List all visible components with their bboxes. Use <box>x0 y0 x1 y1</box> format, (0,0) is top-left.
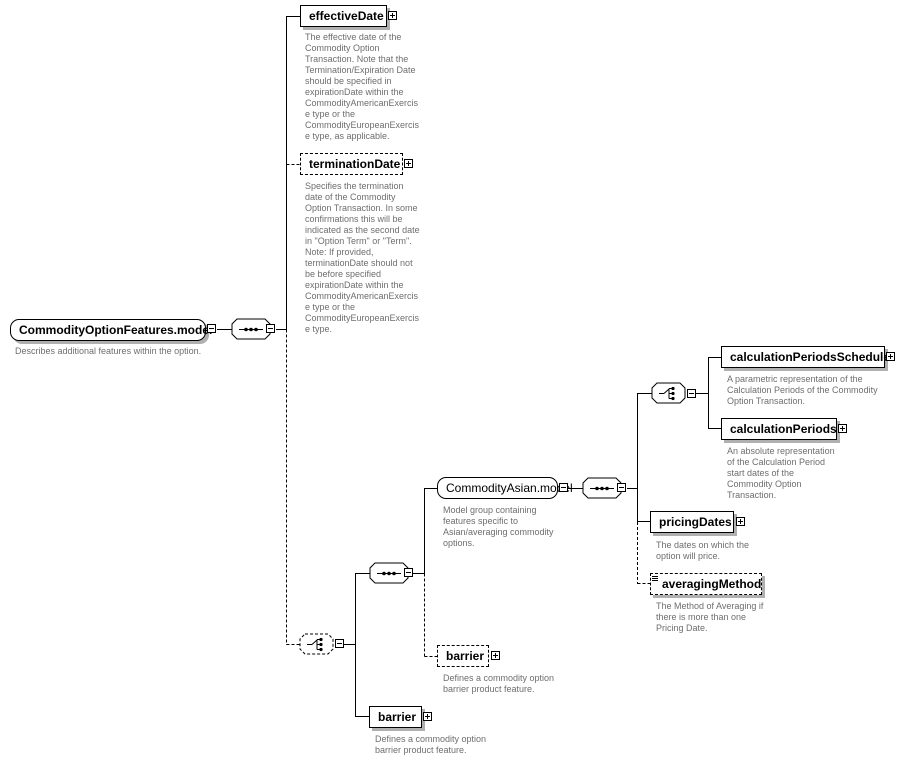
sequence-icon[interactable] <box>231 318 271 340</box>
termination-date-label: terminationDate <box>309 157 401 171</box>
calculation-periods-schedule-label: calculationPeriodsSchedule <box>730 350 891 364</box>
averaging-method-element[interactable]: averagingMethod <box>650 573 762 595</box>
sequence-icon[interactable] <box>582 477 622 499</box>
root-model-label: CommodityOptionFeatures.model <box>19 323 213 337</box>
averaging-method-label: averagingMethod <box>662 577 762 591</box>
expand-barrier-optional-icon[interactable] <box>491 651 500 660</box>
barrier-optional-label: barrier <box>446 649 485 663</box>
asian-model-label: CommodityAsian.model <box>446 481 573 495</box>
simple-type-icon <box>652 576 658 581</box>
asian-model-group[interactable]: CommodityAsian.model <box>437 477 573 499</box>
expand-barrier-icon[interactable] <box>423 712 432 721</box>
expand-pricing-dates-icon[interactable] <box>736 517 745 526</box>
barrier-optional-element[interactable]: barrier <box>437 645 489 667</box>
calculation-periods-schedule-element[interactable]: calculationPeriodsSchedule <box>721 346 890 368</box>
effective-date-label: effectiveDate <box>309 9 384 23</box>
collapse-asian-model-icon[interactable] <box>559 483 568 492</box>
collapse-sequence-icon[interactable] <box>266 324 275 333</box>
calculation-periods-label: calculationPeriods <box>730 422 837 436</box>
choice-icon[interactable] <box>651 382 687 404</box>
expand-calculation-periods-icon[interactable] <box>838 424 847 433</box>
collapse-asian-sequence-icon[interactable] <box>617 483 626 492</box>
termination-date-element[interactable]: terminationDate <box>300 153 403 175</box>
collapse-calc-choice-icon[interactable] <box>687 389 696 398</box>
root-description: Describes additional features within the… <box>15 346 202 356</box>
choice-icon[interactable] <box>299 633 335 655</box>
expand-calculation-periods-schedule-icon[interactable] <box>886 352 895 361</box>
calculation-periods-element[interactable]: calculationPeriods <box>721 418 837 440</box>
effective-date-element[interactable]: effectiveDate <box>300 5 387 27</box>
pricing-dates-element[interactable]: pricingDates <box>650 511 734 533</box>
barrier-label: barrier <box>378 710 417 724</box>
barrier-element[interactable]: barrier <box>369 706 422 728</box>
collapse-inner-sequence-icon[interactable] <box>404 568 413 577</box>
root-model-group[interactable]: CommodityOptionFeatures.model <box>10 319 212 341</box>
expand-effective-date-icon[interactable] <box>388 11 397 20</box>
collapse-choice-icon[interactable] <box>335 639 344 648</box>
pricing-dates-label: pricingDates <box>659 515 732 529</box>
sequence-icon[interactable] <box>369 562 409 584</box>
collapse-root-icon[interactable] <box>207 324 216 333</box>
expand-termination-date-icon[interactable] <box>404 159 413 168</box>
